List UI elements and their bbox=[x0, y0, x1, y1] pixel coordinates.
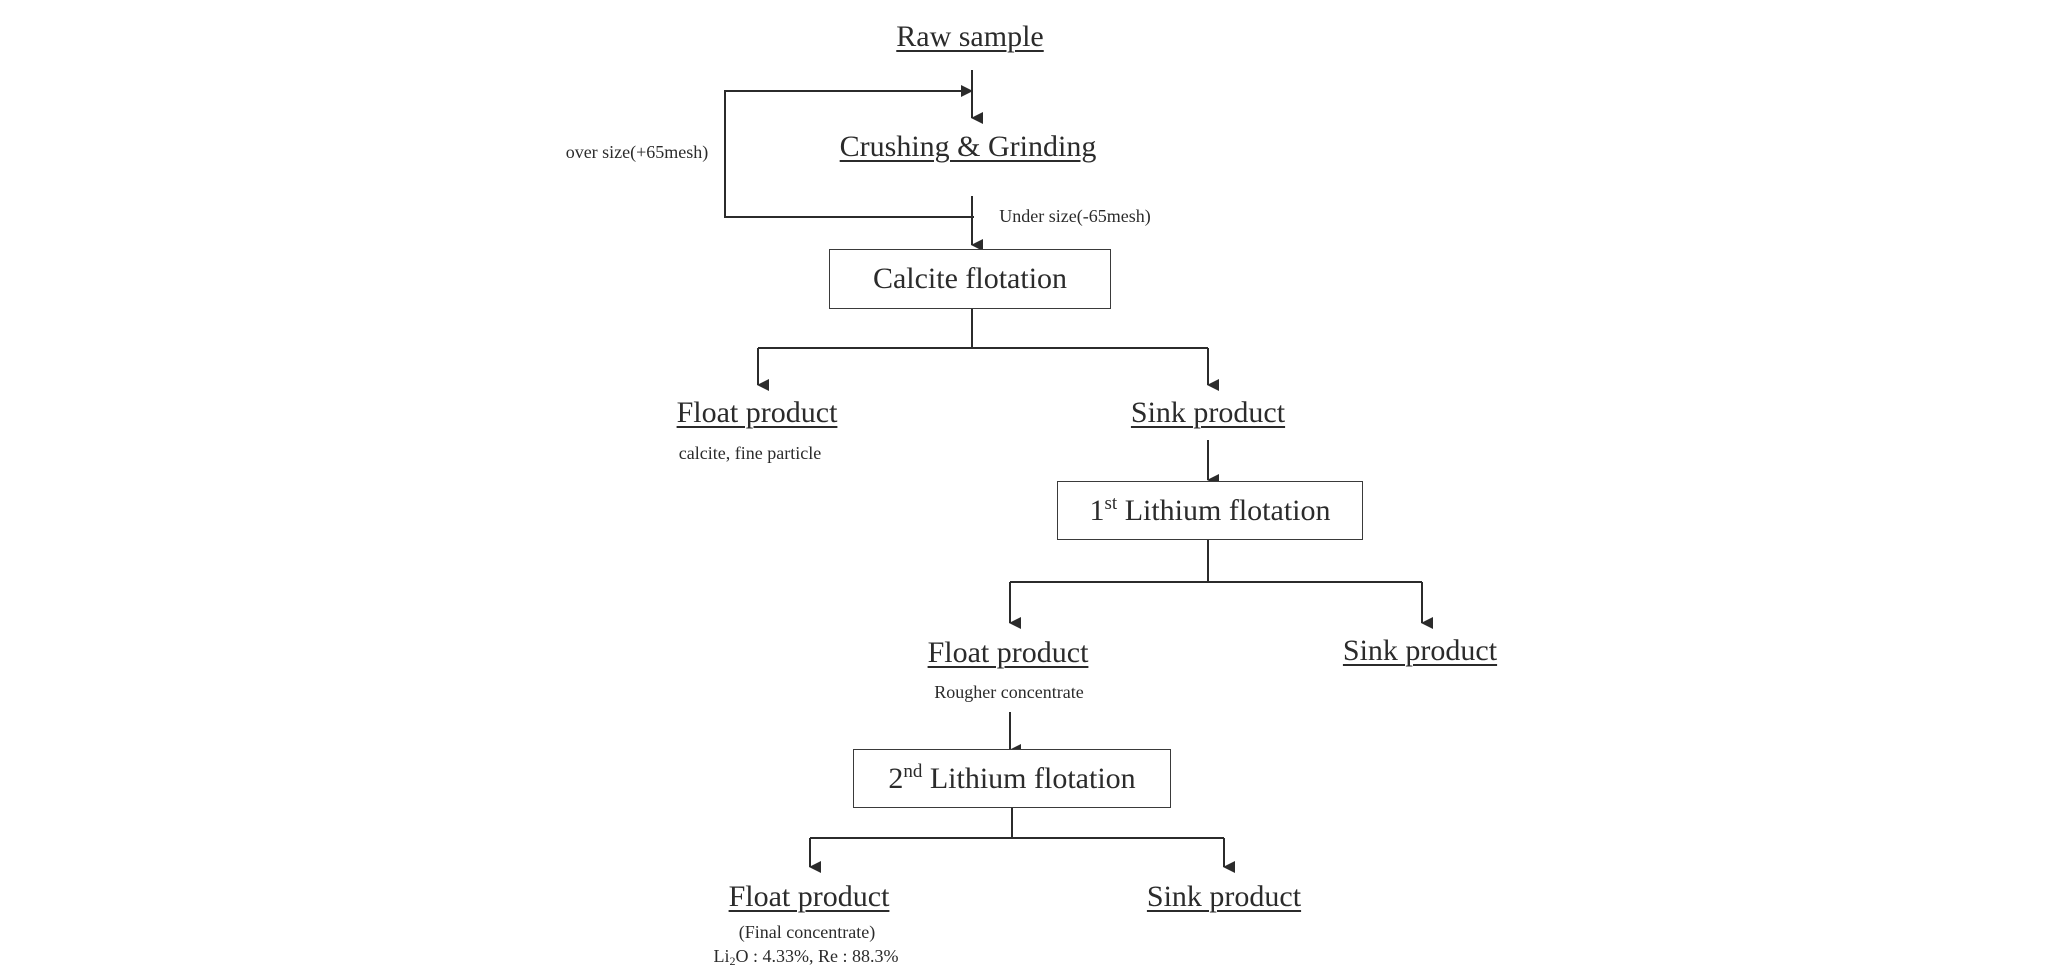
node-crushing-grinding: Crushing & Grinding bbox=[839, 130, 1097, 163]
lithium-flotation-2-label: 2nd Lithium flotation bbox=[888, 760, 1136, 795]
edge-oversize-loop bbox=[724, 85, 974, 218]
node-float-product-calcite: Float product bbox=[676, 396, 838, 429]
note-rougher-concentrate: Rougher concentrate bbox=[934, 682, 1084, 702]
calcite-flotation-label: Calcite flotation bbox=[872, 262, 1068, 295]
node-raw-sample: Raw sample bbox=[896, 20, 1044, 53]
edge-label-oversize: over size(+65mesh) bbox=[565, 142, 709, 162]
node-calcite-flotation: Calcite flotation bbox=[829, 249, 1111, 309]
node-sink-product-final: Sink product bbox=[1146, 880, 1302, 913]
node-float-product-lithium1: Float product bbox=[927, 636, 1089, 669]
edge-label-undersize: Under size(-65mesh) bbox=[999, 206, 1151, 226]
node-float-product-final: Float product bbox=[728, 880, 890, 913]
node-lithium-flotation-1: 1st Lithium flotation bbox=[1057, 481, 1363, 540]
note-final-grade-recovery: Li2O : 4.33%, Re : 88.3% bbox=[713, 946, 899, 968]
node-lithium-flotation-2: 2nd Lithium flotation bbox=[853, 749, 1171, 808]
note-final-concentrate: (Final concentrate) bbox=[738, 922, 876, 942]
lithium-flotation-1-label: 1st Lithium flotation bbox=[1089, 492, 1331, 527]
note-calcite-fine-particle: calcite, fine particle bbox=[678, 443, 822, 463]
node-sink-product-lithium1: Sink product bbox=[1342, 634, 1498, 667]
node-sink-product-calcite: Sink product bbox=[1130, 396, 1286, 429]
